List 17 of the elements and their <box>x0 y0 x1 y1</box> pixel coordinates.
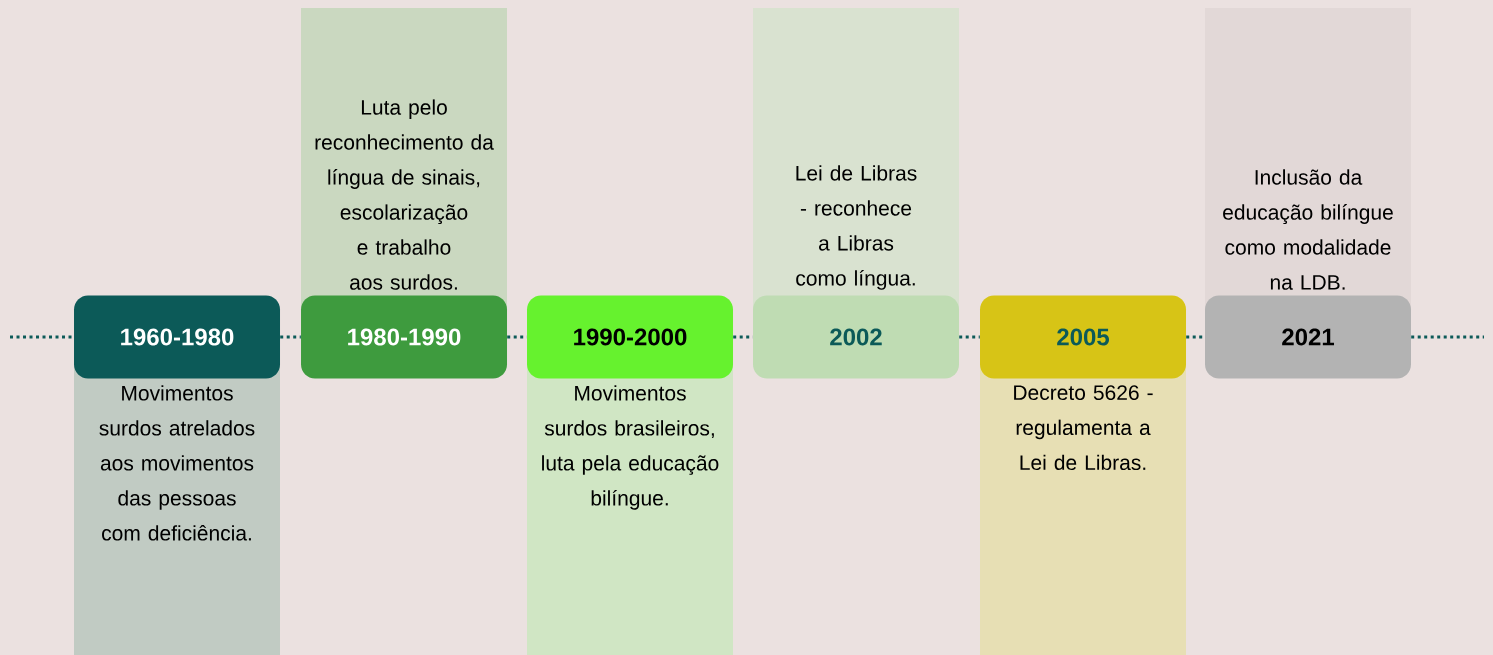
year-box: 1990-2000 <box>527 295 733 379</box>
year-box: 1960-1980 <box>74 295 280 379</box>
description-panel: Lei de Libras - reconhece a Libras como língua. <box>753 8 959 310</box>
description-panel: Decreto 5626 - regulamenta a Lei de Libras. <box>980 365 1186 655</box>
description-panel: Inclusão da educação bilíngue como modalidade na LDB. <box>1205 8 1411 310</box>
year-box: 2021 <box>1205 295 1411 379</box>
description-panel: Luta pelo reconhecimento da língua de sinais, escolarização e trabalho aos surdos. <box>301 8 507 310</box>
timeline-connector <box>10 335 74 339</box>
year-box: 2002 <box>753 295 959 379</box>
timeline-connector <box>1186 335 1205 339</box>
year-box: 2005 <box>980 295 1186 379</box>
year-box: 1980-1990 <box>301 295 507 379</box>
description-panel: Movimentos surdos brasileiros, luta pela educação bilíngue. <box>527 365 733 655</box>
timeline-connector <box>280 335 301 339</box>
timeline-connector <box>1411 335 1484 339</box>
description-panel: Movimentos surdos atrelados aos movimentos das pessoas com deficiência. <box>74 365 280 655</box>
timeline-connector <box>959 335 980 339</box>
